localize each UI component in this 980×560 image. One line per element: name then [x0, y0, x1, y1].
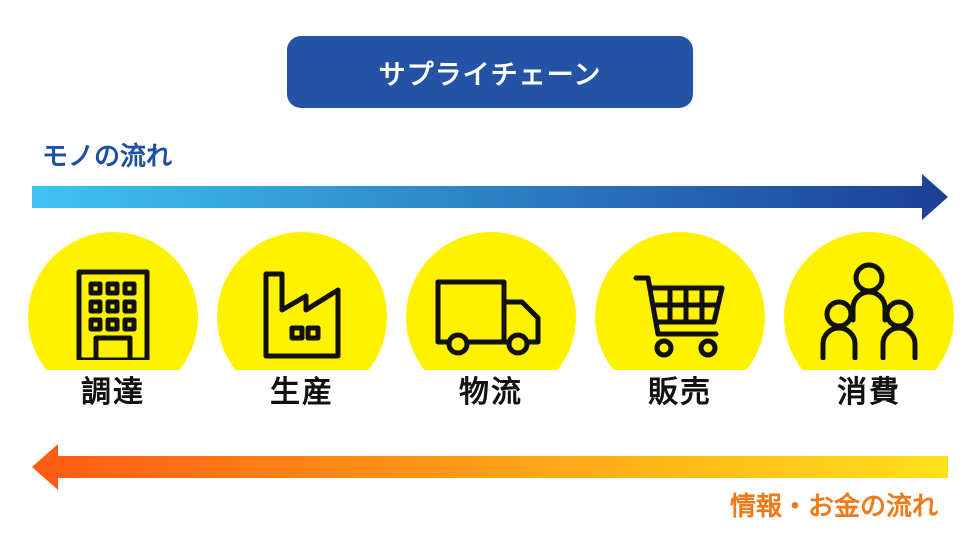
stage-label: 生産 — [217, 370, 387, 416]
stage-sales: 販売 — [595, 232, 765, 416]
building-icon — [76, 269, 150, 360]
goods-flow-label: モノの流れ — [42, 142, 173, 172]
stage-label: 調達 — [28, 370, 198, 416]
stage-production: 生産 — [217, 232, 387, 416]
factory-icon — [263, 271, 341, 359]
diagram-title: サプライチェーン — [378, 59, 602, 91]
stage-logistics: 物流 — [406, 232, 576, 416]
stage-label: 物流 — [406, 370, 576, 416]
money-flow-label: 情報・お金の流れ — [729, 492, 938, 522]
title-banner: サプライチェーン — [287, 36, 693, 108]
stage-label: 消費 — [784, 370, 954, 416]
money-flow-arrow — [32, 444, 948, 490]
goods-flow-arrow — [32, 174, 948, 220]
stage-consumption: 消費 — [784, 232, 954, 416]
people-icon — [820, 262, 918, 360]
stage-procurement: 調達 — [28, 232, 198, 416]
shopping-cart-icon — [633, 275, 725, 358]
truck-icon — [435, 279, 541, 356]
stage-label: 販売 — [595, 370, 765, 416]
